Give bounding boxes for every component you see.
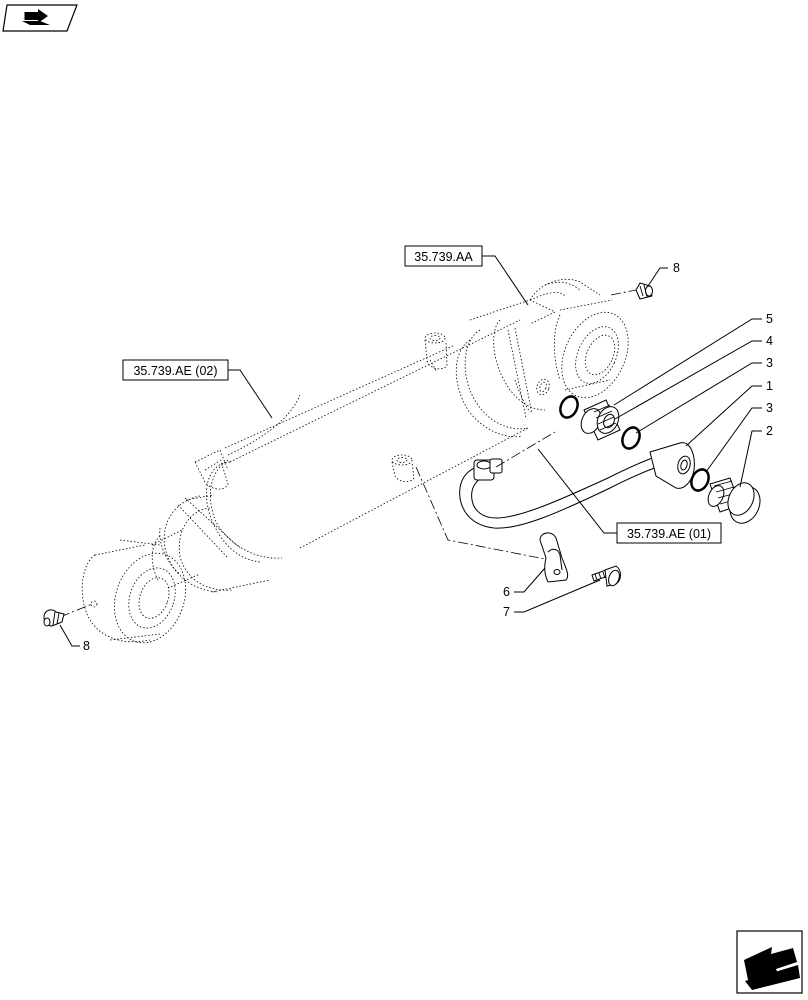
o-ring-part-5[interactable]: [557, 394, 581, 421]
reference-label-pipe-front: 35.739.AE (01): [627, 527, 711, 541]
reference-label-cylinder: 35.739.AA: [414, 250, 473, 264]
adapter-fitting-part-4[interactable]: [577, 399, 623, 441]
callout-3-lower: 3: [766, 401, 773, 415]
plug-part-2[interactable]: [705, 477, 766, 528]
bolt-part-7[interactable]: [591, 565, 621, 587]
o-ring-part-3-upper[interactable]: [619, 425, 643, 452]
callout-5: 5: [766, 312, 773, 326]
reference-link-pipe-front[interactable]: 35.739.AE (01): [616, 522, 722, 544]
o-ring-part-3-lower[interactable]: [688, 467, 712, 494]
forward-arrow-icon: [744, 947, 800, 990]
callout-2: 2: [766, 424, 773, 438]
callout-4: 4: [766, 334, 773, 348]
grease-nipple-part-8-top[interactable]: [635, 282, 653, 300]
callout-6: 6: [503, 585, 510, 599]
reference-link-cylinder[interactable]: 35.739.AA: [404, 245, 483, 267]
grease-nipple-part-8-bottom[interactable]: [43, 609, 65, 627]
callout-8-bottom: 8: [83, 639, 90, 653]
hydraulic-pipe-part-1[interactable]: [459, 442, 695, 529]
reference-link-pipe-rear[interactable]: 35.739.AE (02): [122, 359, 229, 381]
callout-8-top: 8: [673, 261, 680, 275]
callout-3-upper: 3: [766, 356, 773, 370]
callout-1: 1: [766, 379, 773, 393]
back-navigation-button[interactable]: [2, 4, 78, 32]
clamp-part-6[interactable]: [539, 532, 569, 583]
forward-navigation-button[interactable]: [736, 930, 803, 994]
callout-7: 7: [503, 605, 510, 619]
reference-label-pipe-rear: 35.739.AE (02): [133, 364, 217, 378]
back-arrow-icon: [22, 9, 50, 25]
hydraulic-cylinder[interactable]: [81, 278, 641, 653]
